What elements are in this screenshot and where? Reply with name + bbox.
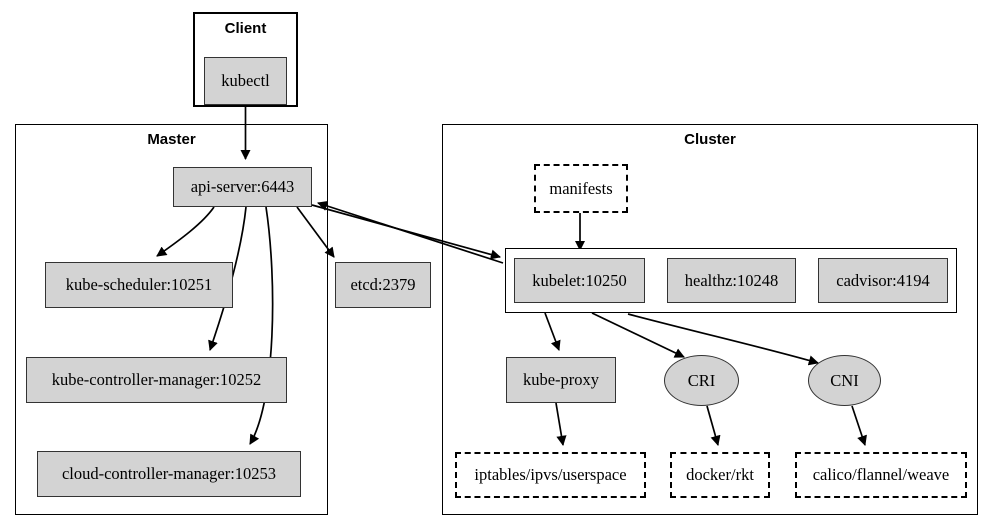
node-docker-rkt[interactable]: docker/rkt — [670, 452, 770, 498]
node-cloud-controller-manager[interactable]: cloud-controller-manager:10253 — [37, 451, 301, 497]
node-iptables[interactable]: iptables/ipvs/userspace — [455, 452, 646, 498]
node-kubectl[interactable]: kubectl — [204, 57, 287, 105]
node-cadvisor[interactable]: cadvisor:4194 — [818, 258, 948, 303]
node-kube-proxy[interactable]: kube-proxy — [506, 357, 616, 403]
node-kube-scheduler[interactable]: kube-scheduler:10251 — [45, 262, 233, 308]
node-cri[interactable]: CRI — [664, 355, 739, 406]
group-title-master: Master — [147, 131, 196, 148]
group-title-client: Client — [224, 20, 267, 37]
node-api-server[interactable]: api-server:6443 — [173, 167, 312, 207]
node-manifests[interactable]: manifests — [534, 164, 628, 213]
node-calico[interactable]: calico/flannel/weave — [795, 452, 967, 498]
node-kube-controller-manager[interactable]: kube-controller-manager:10252 — [26, 357, 287, 403]
group-title-cluster: Cluster — [684, 131, 736, 148]
node-cni[interactable]: CNI — [808, 355, 881, 406]
node-kubelet[interactable]: kubelet:10250 — [514, 258, 645, 303]
node-healthz[interactable]: healthz:10248 — [667, 258, 796, 303]
node-etcd[interactable]: etcd:2379 — [335, 262, 431, 308]
